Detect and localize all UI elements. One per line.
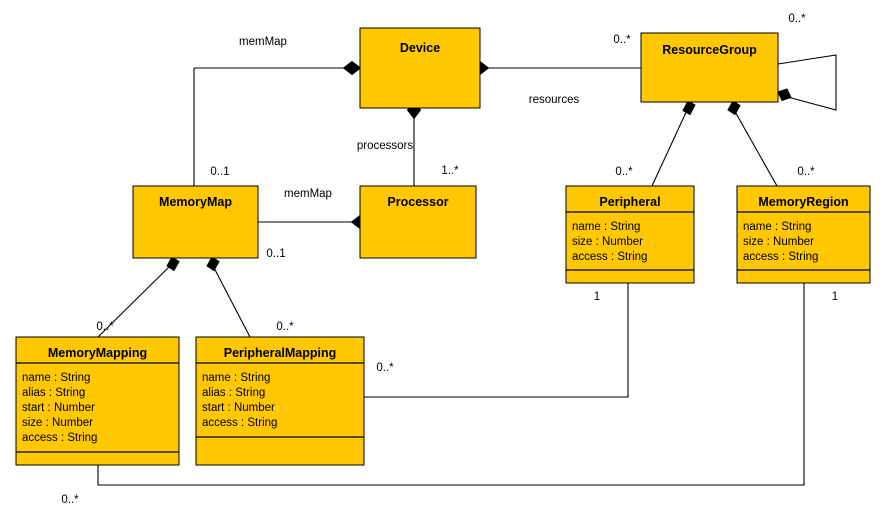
multiplicity-memoryregion-bottom: 1: [832, 291, 838, 303]
multiplicity-peripheralmapping-map: 0..*: [276, 321, 294, 333]
multiplicity-resourcegroup-device: 0..*: [613, 34, 631, 46]
class-box-peripheralmapping[interactable]: PeripheralMapping name : String alias : …: [195, 336, 365, 466]
class-attribute: size : Number: [22, 417, 93, 429]
composition-diamond-icon: [682, 100, 696, 116]
edge-segment: [211, 263, 251, 338]
class-box-resourcegroup[interactable]: ResourceGroup: [640, 32, 779, 103]
multiplicity-peripheral-group: 0..*: [615, 166, 633, 178]
class-name-device: Device: [400, 41, 440, 55]
composition-diamond-icon: [342, 60, 362, 76]
edge-segment: [97, 283, 805, 486]
class-name-peripheralmapping: PeripheralMapping: [224, 346, 337, 360]
class-attribute: name : String: [572, 221, 640, 233]
class-attribute: access : String: [202, 417, 277, 429]
multiplicity-resourcegroup-self: 0..*: [788, 13, 806, 25]
class-box-rect: [15, 336, 180, 466]
composition-diamond-icon: [206, 256, 220, 272]
composition-diamond-icon: [777, 88, 792, 102]
class-box-device[interactable]: Device: [359, 27, 481, 109]
edge-label-memmap-device: memMap: [239, 36, 287, 48]
multiplicity-memoryregion-group: 0..*: [797, 166, 815, 178]
class-name-memorymap: MemoryMap: [159, 195, 232, 209]
multiplicity-memorymap-device: 0..1: [210, 166, 229, 178]
edge-memorymap-processor: [258, 214, 370, 230]
class-name-peripheral: Peripheral: [599, 195, 660, 209]
class-box-memorymapping[interactable]: MemoryMapping name : String alias : Stri…: [15, 336, 180, 466]
class-box-rect: [359, 27, 481, 109]
class-attribute: alias : String: [22, 387, 85, 399]
edge-segment: [651, 107, 689, 187]
edge-label-resources: resources: [529, 94, 580, 106]
edge-resourcegroup-self: [777, 54, 837, 111]
edge-resourcegroup-memoryregion: [727, 100, 778, 187]
class-box-processor[interactable]: Processor: [359, 185, 477, 259]
composition-diamond-icon: [166, 256, 180, 272]
class-box-rect: [736, 185, 871, 284]
edge-segment: [364, 283, 629, 398]
class-name-resourcegroup: ResourceGroup: [662, 43, 757, 57]
class-attribute: start : Number: [202, 402, 275, 414]
multiplicity-memorymapping-bottom: 0..*: [61, 494, 79, 506]
class-box-rect: [359, 185, 477, 259]
class-box-rect: [195, 336, 365, 466]
class-attribute: name : String: [22, 372, 90, 384]
class-name-memorymapping: MemoryMapping: [48, 346, 147, 360]
multiplicity-memorymap-processor: 0..1: [266, 248, 285, 260]
edge-peripheralmapping-peripheral: [364, 283, 629, 398]
class-box-rect: [132, 185, 259, 259]
class-attribute: name : String: [202, 372, 270, 384]
edge-segment: [97, 263, 173, 338]
edge-memorymap-memorymapping: [97, 256, 180, 338]
class-attribute: name : String: [743, 221, 811, 233]
edge-label-memmap-processor: memMap: [284, 188, 332, 200]
edge-resourcegroup-peripheral: [651, 100, 696, 187]
edge-segment: [732, 107, 778, 187]
class-box-rect: [640, 32, 779, 103]
class-attribute: alias : String: [202, 387, 265, 399]
class-box-memoryregion[interactable]: MemoryRegion name : String size : Number…: [736, 185, 871, 284]
edge-memorymapping-memoryregion: [97, 283, 805, 486]
multiplicity-memorymapping-map: 0..*: [96, 321, 114, 333]
class-box-rect: [565, 185, 695, 284]
edge-memorymap-device: [193, 60, 362, 186]
edge-label-processors: processors: [357, 140, 413, 152]
class-attribute: start : Number: [22, 402, 95, 414]
class-name-processor: Processor: [387, 195, 448, 209]
multiplicity-peripheralmapping-right: 0..*: [376, 362, 394, 374]
class-attribute: access : String: [22, 432, 97, 444]
multiplicity-peripheral-bottom: 1: [594, 291, 600, 303]
class-box-memorymap[interactable]: MemoryMap: [132, 185, 259, 259]
class-attribute: size : Number: [743, 236, 814, 248]
edge-device-resourcegroup: [470, 60, 641, 76]
class-attribute: access : String: [572, 251, 647, 263]
edge-memorymap-peripheralmapping: [206, 256, 251, 338]
class-name-memoryregion: MemoryRegion: [758, 195, 848, 209]
class-box-peripheral[interactable]: Peripheral name : String size : Number a…: [565, 185, 695, 284]
edge-segment-loop: [777, 54, 837, 111]
class-attribute: access : String: [743, 251, 818, 263]
multiplicity-processor-device: 1..*: [441, 165, 459, 177]
class-attribute: size : Number: [572, 236, 643, 248]
composition-diamond-icon: [727, 100, 741, 116]
